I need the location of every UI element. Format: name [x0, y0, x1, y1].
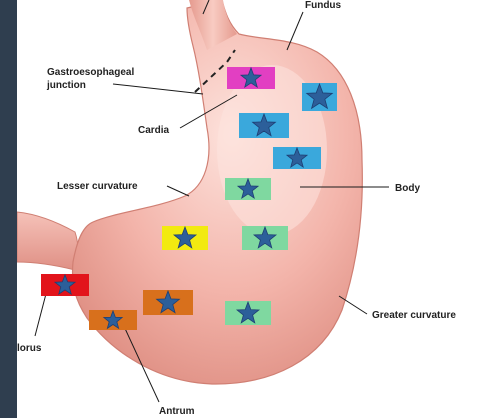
label-lesser-curvature: Lesser curvature [57, 181, 138, 192]
label-cardia: Cardia [138, 125, 170, 136]
marker-red-pylorus [41, 274, 89, 296]
marker-blue-fundus-right [302, 83, 337, 111]
marker-blue-cardia [239, 113, 289, 138]
marker-yellow-lesser-curvature [162, 226, 208, 250]
label-gastroesophageal-line2: junction [46, 80, 86, 91]
label-greater-curvature: Greater curvature [372, 310, 456, 321]
marker-green-mid-body [242, 226, 288, 250]
label-gastroesophageal-line1: Gastroesophageal [47, 67, 134, 78]
marker-green-greater-curvature [225, 301, 271, 325]
marker-blue-upper-body [273, 147, 321, 169]
marker-orange-antrum-upper [143, 290, 193, 315]
stomach-diagram: Fundus Gastroesophageal junction Cardia … [17, 0, 482, 418]
marker-green-upper-body [225, 178, 271, 200]
label-antrum: Antrum [159, 406, 195, 417]
stomach-illustration: Fundus Gastroesophageal junction Cardia … [17, 0, 482, 418]
leader-lesser-curvature [167, 186, 189, 196]
label-body: Body [395, 183, 420, 194]
marker-orange-antrum-lower [89, 310, 137, 330]
leader-gastroesophageal [113, 84, 203, 94]
marker-magenta-fundus [227, 67, 275, 89]
duodenum [17, 212, 78, 270]
leader-pylorus [35, 290, 47, 336]
label-fundus: Fundus [305, 0, 342, 11]
label-pylorus: lorus [17, 343, 42, 354]
